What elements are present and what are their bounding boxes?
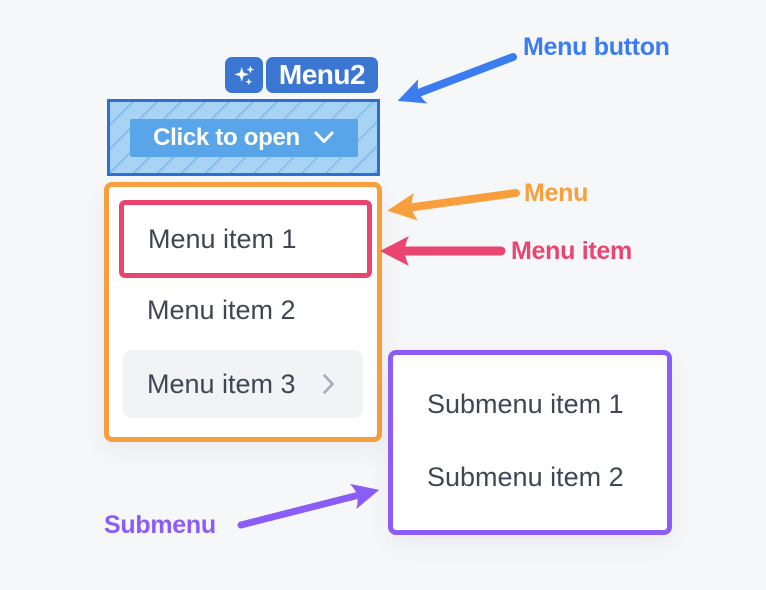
menu-item-3[interactable]: Menu item 3 <box>123 350 363 418</box>
selection-overlay: Click to open <box>107 99 380 176</box>
submenu-popup: Submenu item 1 Submenu item 2 <box>388 350 672 535</box>
trigger-label: Click to open <box>153 123 300 151</box>
menu-trigger-button[interactable]: Click to open <box>129 118 358 157</box>
submenu-annotation-label: Submenu <box>104 511 216 539</box>
menu-button-annotation-label: Menu button <box>523 33 670 61</box>
menu-arrow <box>387 189 520 221</box>
menu-button-arrow <box>397 53 517 104</box>
component-name-badge[interactable]: Menu2 <box>266 57 378 93</box>
submenu-item-1[interactable]: Submenu item 1 <box>427 387 624 421</box>
menu-item-label: Menu item 1 <box>148 223 297 254</box>
sparkles-icon <box>231 62 258 89</box>
submenu-item-label: Submenu item 2 <box>427 462 624 492</box>
chevron-right-icon <box>322 373 335 395</box>
sparkles-badge-button[interactable] <box>225 57 263 93</box>
submenu-item-2[interactable]: Submenu item 2 <box>427 460 624 494</box>
menu-item-2[interactable]: Menu item 2 <box>147 293 296 327</box>
submenu-item-label: Submenu item 1 <box>427 389 624 419</box>
menu-item-label: Menu item 3 <box>147 368 296 399</box>
menu-item-annotation-label: Menu item <box>511 237 632 265</box>
menu-popup: Menu item 1 Menu item 2 Menu item 3 <box>104 182 382 442</box>
chevron-down-icon <box>314 131 334 144</box>
menu-item-label: Menu item 2 <box>147 295 296 325</box>
submenu-arrow <box>237 483 380 529</box>
menu-annotation-label: Menu <box>524 179 589 207</box>
menu-item-1[interactable]: Menu item 1 <box>119 200 372 278</box>
